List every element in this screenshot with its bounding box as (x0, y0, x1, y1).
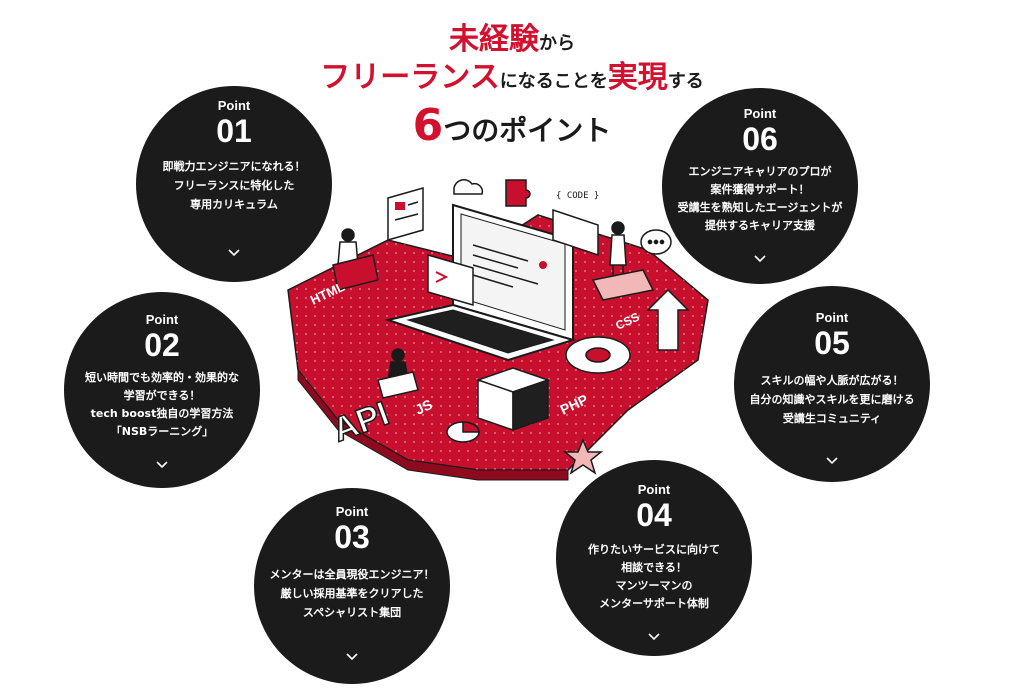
laptop (384, 203, 577, 362)
point-text-line: メンターサポート体制 (599, 597, 709, 610)
terminal-card (427, 254, 474, 306)
point-03-card[interactable]: Point 03 メンターは全員現役エンジニア！ 厳しい採用基準をクリアした ス… (254, 488, 450, 684)
cloud-icon (453, 179, 484, 195)
point-number: 03 (334, 519, 370, 555)
point-number: 04 (636, 497, 672, 533)
point-label: Point (217, 98, 251, 113)
point-text-line: スペシャリスト集団 (302, 606, 402, 619)
ui-card (387, 187, 424, 241)
point-text-line: 専用カリキュラム (190, 198, 278, 211)
headline-six: 6 (412, 100, 444, 151)
gear-icon (565, 336, 631, 374)
point-label: Point (743, 106, 777, 121)
headline-kara: から (539, 33, 575, 54)
point-text-line: 受講生コミュニティ (782, 412, 882, 425)
tag-js: JS (413, 396, 435, 418)
star-icon (562, 438, 604, 475)
point-number: 02 (144, 327, 180, 363)
point-text-line: 提供するキャリア支援 (705, 219, 815, 232)
point-02-card[interactable]: Point 02 短い時間でも効率的・効果的な 学習ができる！ tech boo… (64, 292, 260, 488)
point-text-line: メンターは全員現役エンジニア！ (269, 568, 435, 581)
chevron-down-icon[interactable] (156, 458, 168, 470)
headline-line-2: フリーランスになることを実現する (0, 52, 1024, 96)
point-04-card[interactable]: Point 04 作りたいサービスに向けて 相談できる！ マンツーマンの メンタ… (556, 460, 752, 656)
headline-points: つのポイント (443, 114, 612, 147)
headline-ni-naru: になることを (499, 71, 608, 92)
point-text-line: tech boost独自の学習方法 (90, 407, 234, 420)
point-text-line: 受講生を熟知したエージェントが (677, 201, 843, 214)
isometric-illustration: { CODE } (287, 179, 709, 481)
point-number: 01 (216, 113, 252, 149)
puzzle-icon (505, 179, 531, 207)
person-laptop (377, 348, 419, 399)
person-standing (591, 221, 655, 301)
point-text-line: エンジニアキャリアのプロが (688, 165, 832, 178)
headline-suru: する (667, 71, 704, 92)
headline-mikeiken: 未経験 (449, 22, 539, 57)
point-06-card[interactable]: Point 06 エンジニアキャリアのプロが 案件獲得サポート！ 受講生を熟知し… (662, 88, 858, 284)
arrow-up-icon (646, 288, 690, 351)
point-text-line: 「NSBラーニング」 (110, 425, 214, 438)
pie-icon (446, 421, 480, 443)
chevron-down-icon[interactable] (228, 246, 240, 258)
point-label: Point (145, 312, 179, 327)
point-text-line: マンツーマンの (615, 579, 693, 592)
point-text-line: フリーランスに特化した (173, 179, 295, 192)
code-window: { CODE } (552, 191, 599, 257)
point-text-line: 学習ができる！ (123, 389, 201, 402)
point-text-line: 案件獲得サポート！ (710, 183, 810, 196)
point-text-line: 自分の知識やスキルを更に磨ける (749, 393, 915, 406)
point-label: Point (815, 310, 849, 325)
point-01-card[interactable]: Point 01 即戦力エンジニアになれる！ フリーランスに特化した 専用カリキ… (136, 86, 332, 282)
chevron-down-icon[interactable] (346, 650, 358, 662)
point-text-line: 厳しい採用基準をクリアした (280, 587, 424, 600)
headline-line-1: 未経験から (0, 14, 1024, 58)
headline-freelance: フリーランス (320, 60, 500, 95)
box-icon (475, 367, 551, 432)
point-text-line: 短い時間でも効率的・効果的な (85, 371, 239, 384)
point-05-card[interactable]: Point 05 スキルの幅や人脈が広がる！ 自分の知識やスキルを更に磨ける 受… (734, 286, 930, 482)
point-label: Point (637, 482, 671, 497)
point-label: Point (335, 504, 369, 519)
point-text-line: 相談できる！ (621, 561, 687, 574)
headline-jitsugen: 実現 (607, 60, 668, 95)
chat-bubble-icon (640, 229, 672, 255)
headline-line-3: 6つのポイント (0, 100, 1024, 151)
chevron-down-icon[interactable] (826, 454, 838, 466)
chevron-down-icon[interactable] (754, 252, 766, 264)
person-sitting (332, 228, 379, 291)
point-text-line: スキルの幅や人脈が広がる！ (760, 374, 904, 387)
point-text-line: 即戦力エンジニアになれる！ (162, 160, 306, 173)
chevron-down-icon[interactable] (648, 630, 660, 642)
point-text-line: 作りたいサービスに向けて (588, 543, 720, 556)
point-number: 05 (814, 325, 850, 361)
point-number: 06 (742, 121, 778, 157)
svg-text:{ CODE }: { CODE } (556, 191, 599, 201)
